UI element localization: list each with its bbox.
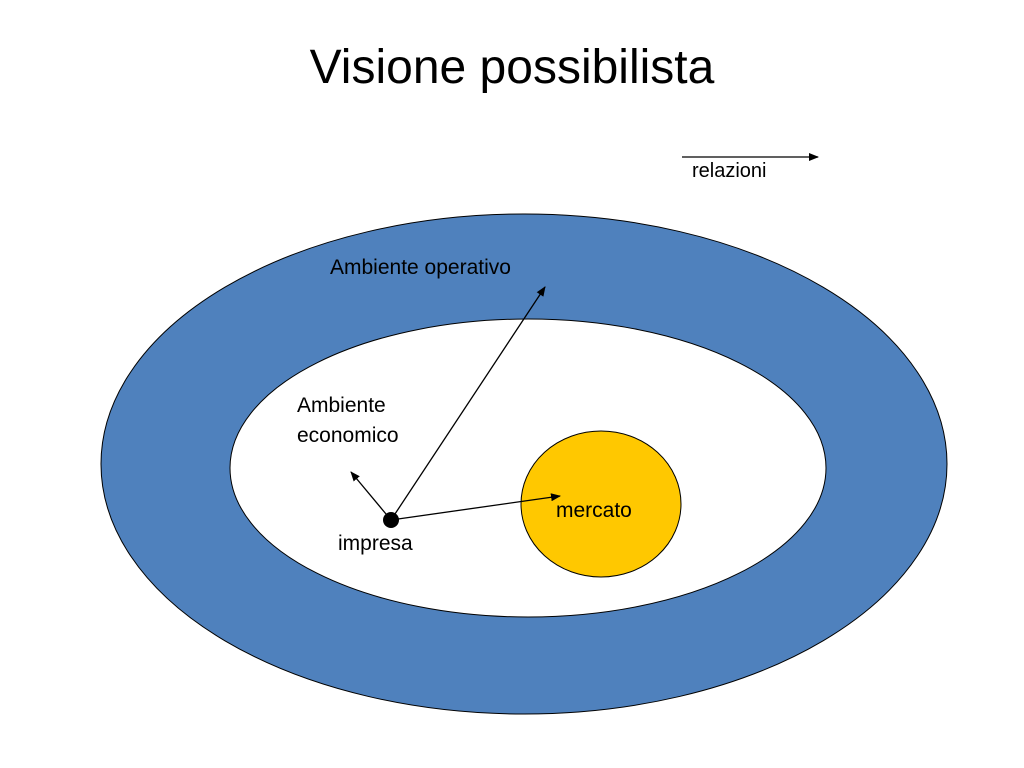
arrow-to-ambiente-operativo xyxy=(390,286,546,521)
arrow-to-ambiente-economico xyxy=(350,471,392,521)
ambiente-economico-label: Ambiente economico xyxy=(297,394,399,447)
impresa-node xyxy=(383,512,399,528)
legend-label: relazioni xyxy=(692,160,767,182)
ambiente-operativo-label: Ambiente operativo xyxy=(330,256,511,279)
mercato-label: mercato xyxy=(556,499,632,522)
impresa-label: impresa xyxy=(338,532,413,555)
mercato-circle xyxy=(520,430,682,578)
ambiente-economico-ellipse xyxy=(229,318,827,618)
slide-title: Visione possibilista xyxy=(309,41,715,94)
arrow-to-mercato xyxy=(390,493,561,521)
